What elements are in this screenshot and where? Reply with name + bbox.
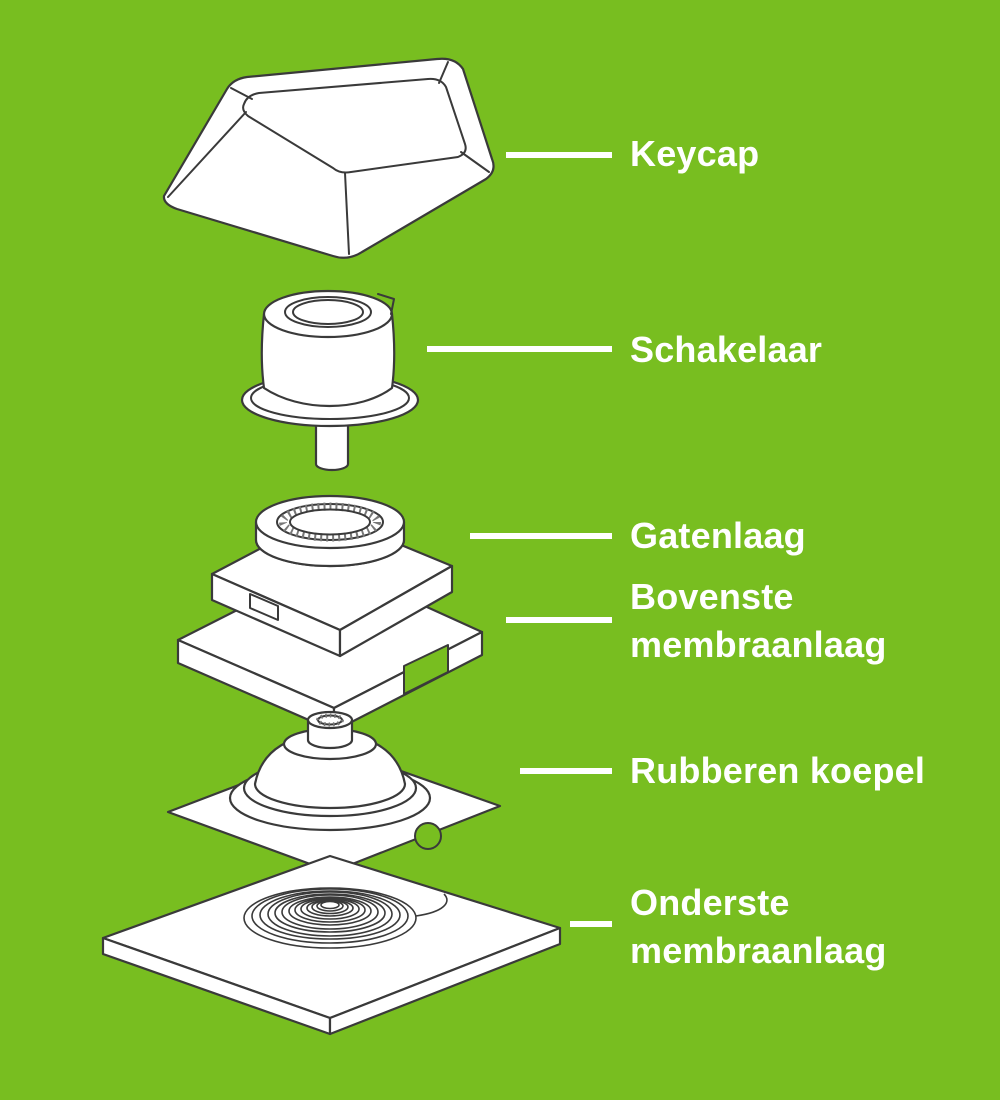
spiral-contact-trace <box>243 887 448 949</box>
bottom-membrane-drawing <box>101 854 562 1036</box>
holes-layer-drawing <box>210 494 454 658</box>
leader-lines <box>427 152 612 927</box>
label-onderste-membraanlaag: Onderste membraanlaag <box>630 882 887 971</box>
keycap-drawing <box>162 57 495 259</box>
switch-drawing <box>240 289 420 472</box>
label-rubberen-koepel: Rubberen koepel <box>630 750 926 791</box>
label-bovenste-membraanlaag: Bovenste membraanlaag <box>630 576 887 665</box>
label-schakelaar: Schakelaar <box>630 329 823 370</box>
label-gatenlaag: Gatenlaag <box>630 515 806 556</box>
rubber-dome-drawing <box>166 710 502 874</box>
label-keycap: Keycap <box>630 133 760 174</box>
